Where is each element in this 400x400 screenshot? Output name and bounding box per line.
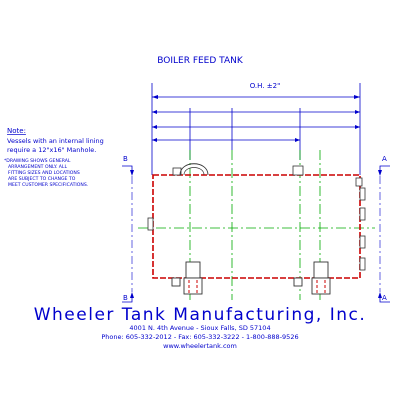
company-website[interactable]: www.wheelertank.com [163, 342, 237, 350]
side-fittings [147, 187, 366, 271]
support-dashes [188, 280, 326, 294]
svg-text:B: B [123, 155, 128, 163]
overall-dimension [151, 83, 361, 175]
drawing-note-line-5: MEET CUSTOMER SPECIFICATIONS. [8, 182, 88, 188]
support-leg-left-base [183, 277, 203, 295]
drawing-note-line-2: ARRANGEMENT ONLY. ALL [8, 164, 67, 170]
drawing-note-line-3: FITTING SIZES AND LOCATIONS [8, 170, 80, 176]
section-marker-b-top: B [122, 155, 134, 176]
drawing-title: BOILER FEED TANK [157, 56, 244, 66]
drawing-note-line-1: *DRAWING SHOWS GENERAL [4, 158, 71, 164]
support-leg-right [313, 261, 329, 279]
company-phones: Phone: 605-332-2012 - Fax: 605-332-3222 … [101, 333, 298, 341]
svg-text:B: B [123, 294, 128, 302]
section-lines [131, 176, 381, 292]
note-line-2: require a 12"x16" Manhole. [7, 146, 96, 154]
company-address: 4001 N. 4th Avenue - Sioux Falls, SD 571… [129, 324, 270, 332]
svg-text:A: A [382, 155, 387, 163]
note-heading: Note: [7, 127, 26, 135]
drawing-note-line-4: ARE SUBJECT TO CHANGE TO [8, 176, 76, 182]
tank-outline [152, 174, 361, 279]
support-leg-right-base [311, 277, 331, 295]
company-name: Wheeler Tank Manufacturing, Inc. [34, 305, 367, 325]
section-marker-a-bottom: A [378, 292, 390, 303]
section-marker-a-top: A [378, 155, 390, 176]
note-line-1: Vessels with an internal lining [7, 137, 104, 145]
fitting-nozzle [355, 177, 363, 187]
section-marker-b-bottom: B [122, 292, 134, 303]
top-fittings [172, 165, 363, 187]
lifting-lug-inner [183, 167, 205, 176]
support-leg-left [185, 261, 201, 279]
lifting-lug-icon [179, 163, 209, 176]
fitting-nozzle [292, 165, 304, 176]
svg-text:A: A [382, 294, 387, 302]
dimension-label: O.H. ±2" [250, 82, 281, 90]
fitting-dimensions [152, 108, 360, 160]
